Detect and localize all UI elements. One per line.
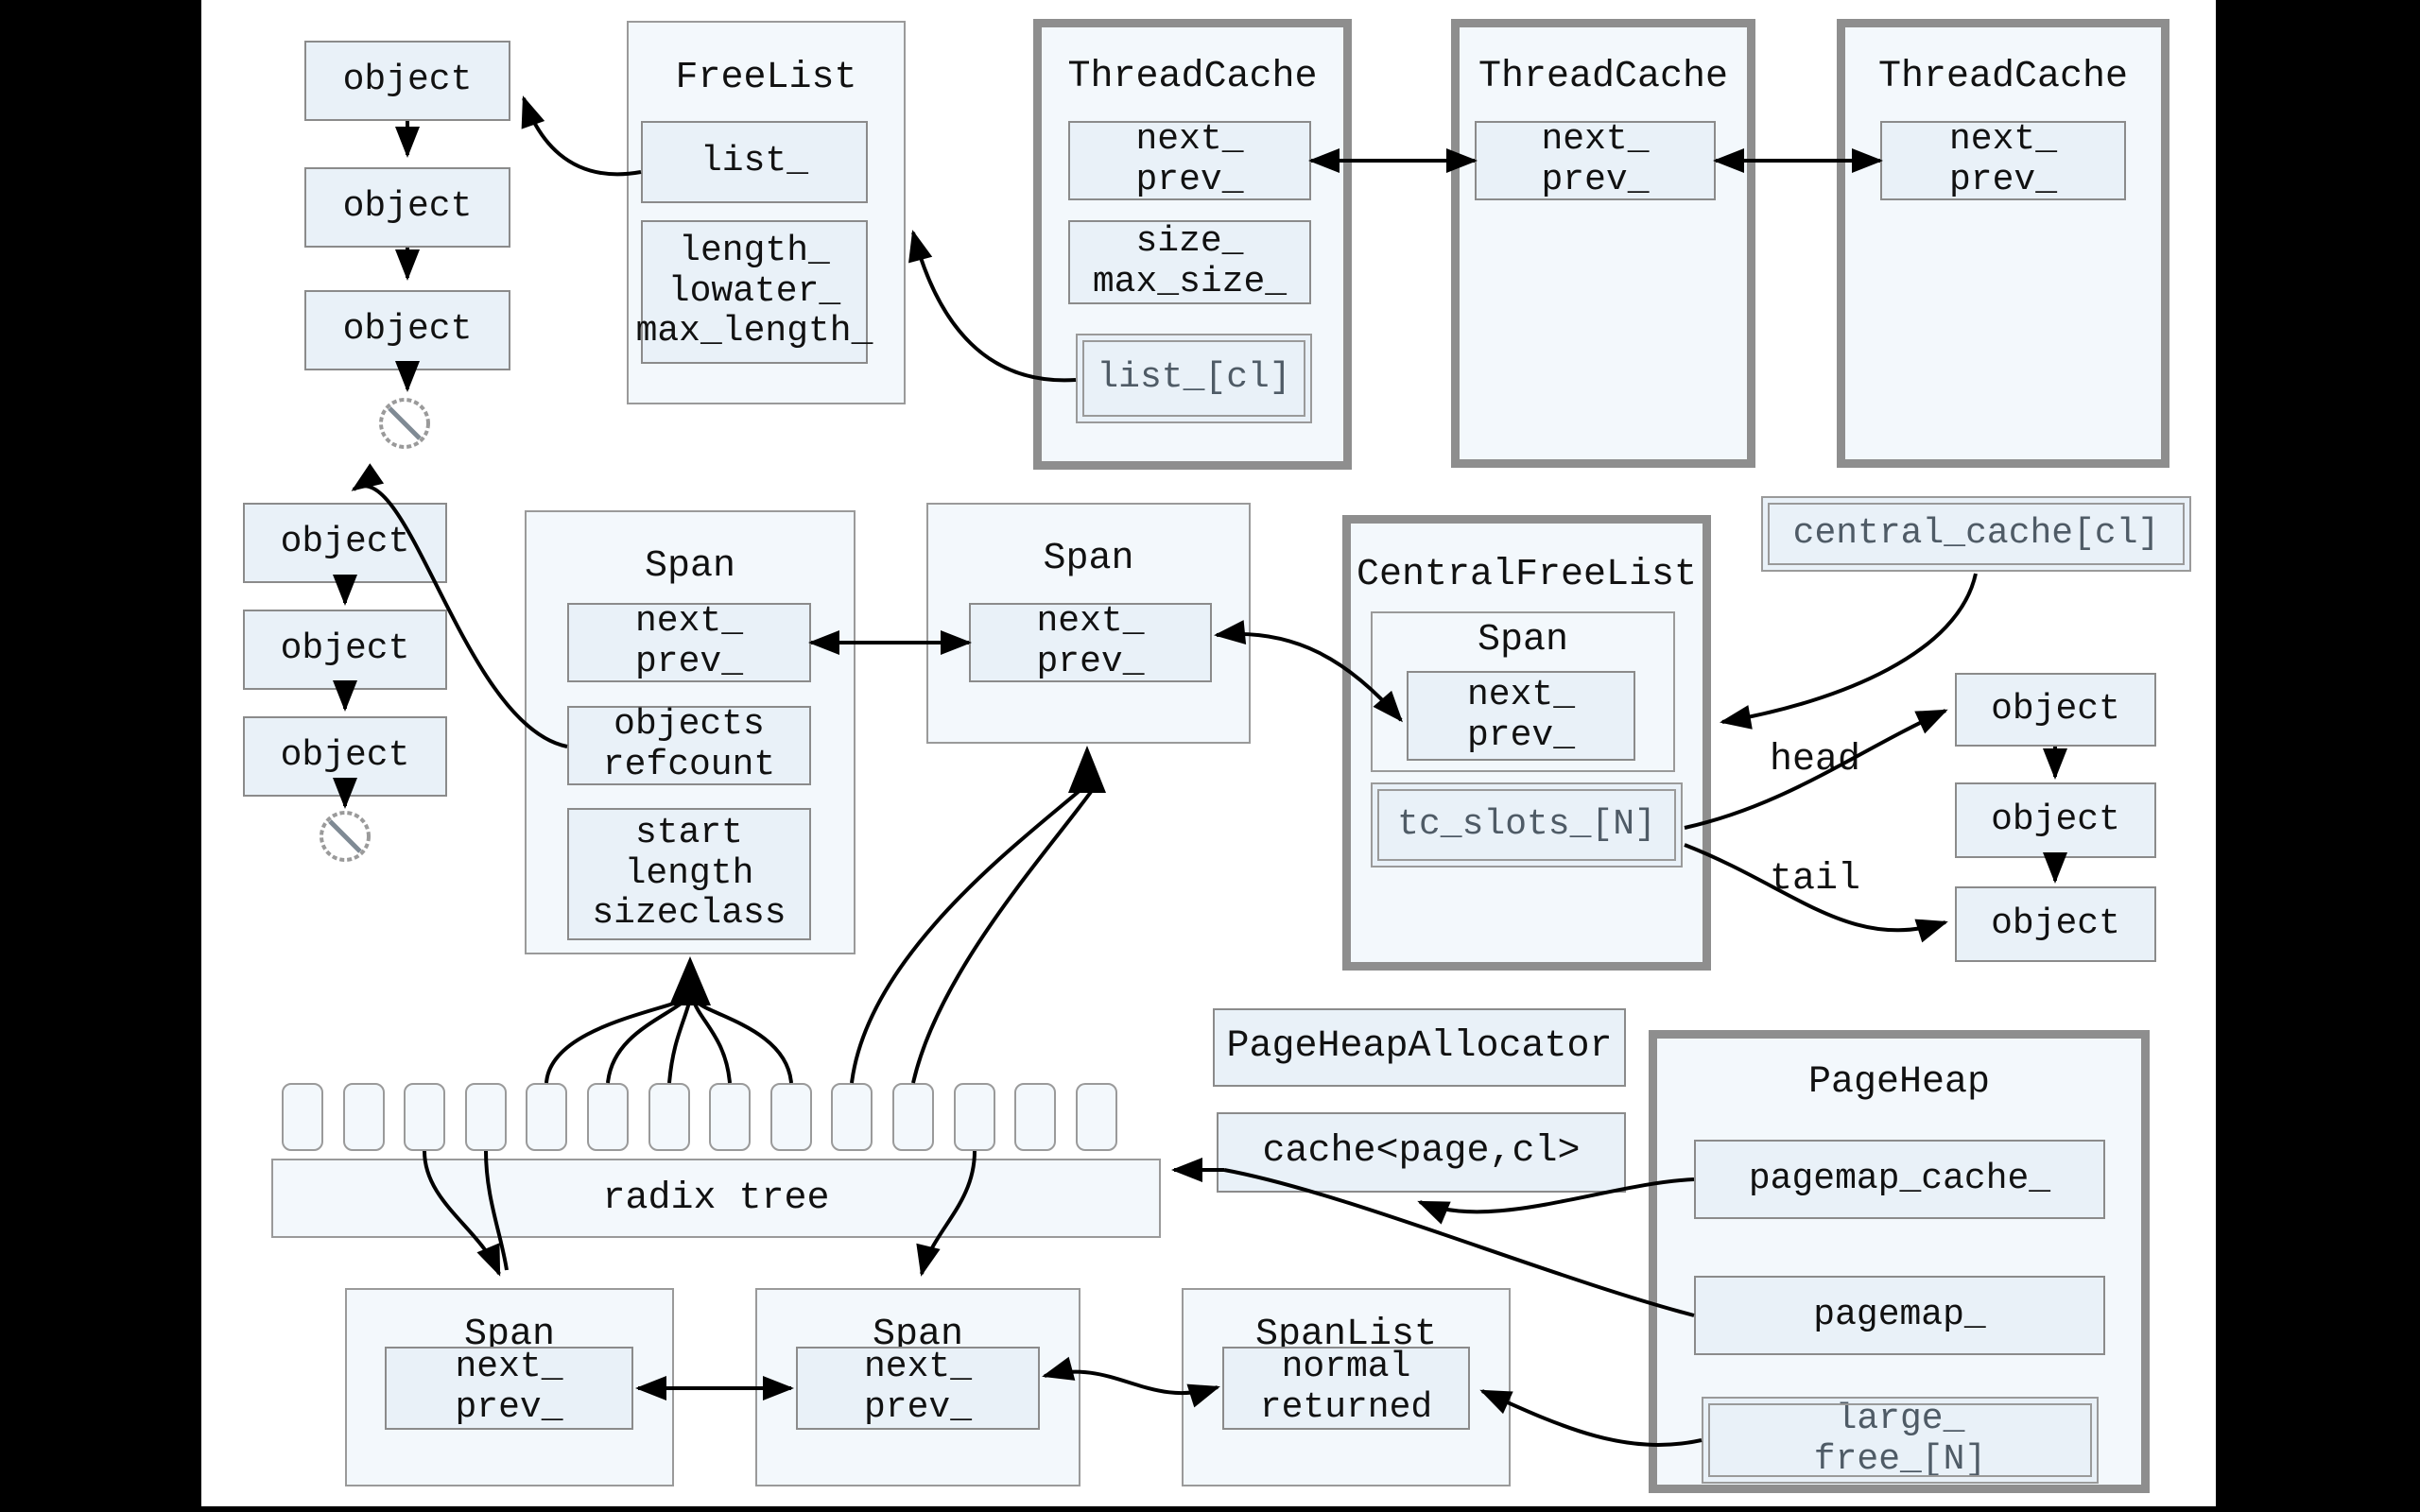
- pageheap-title: PageHeap: [1807, 1061, 1991, 1104]
- span-meta-field: start length sizeclass: [567, 808, 811, 940]
- span-links-field: next_ prev_: [796, 1347, 1040, 1430]
- freelist-title: FreeList: [675, 57, 857, 99]
- threadcache1-size-field: size_ max_size_: [1068, 220, 1311, 304]
- radix-tree-box: radix tree: [271, 1159, 1161, 1238]
- pagemap-leaf-square: [892, 1083, 934, 1151]
- span-title: Span: [644, 545, 735, 588]
- span-links-field: next_ prev_: [385, 1347, 633, 1430]
- pageheap-pagemap-cache-field: pagemap_cache_: [1694, 1140, 2105, 1219]
- pageheap-large-free-field: large_ free_[N]: [1702, 1397, 2099, 1484]
- pagemap-leaf-square: [343, 1083, 385, 1151]
- tail-label: tail: [1770, 858, 1861, 901]
- pagemap-leaf-square: [1076, 1083, 1117, 1151]
- pagemap-leaf-square: [831, 1083, 873, 1151]
- threadcache-title: ThreadCache: [1067, 56, 1318, 98]
- threadcache-box-2: ThreadCache: [1451, 19, 1755, 468]
- threadcache-title: ThreadCache: [1478, 56, 1729, 98]
- central-freelist-title: CentralFreeList: [1356, 554, 1698, 596]
- pageheap-pagemap-field: pagemap_: [1694, 1276, 2105, 1355]
- central-cache-array-label: central_cache[cl]: [1761, 496, 2191, 572]
- span-title: Span: [1043, 538, 1134, 580]
- null-terminator-icon: [320, 811, 371, 862]
- pagemap-leaf-square: [404, 1083, 445, 1151]
- free-object-box: object: [243, 503, 447, 583]
- free-object-box: object: [304, 167, 510, 248]
- pagemap-leaf-square: [587, 1083, 629, 1151]
- span-links-field: next_ prev_: [969, 602, 1212, 682]
- pagemap-leaf-square: [954, 1083, 995, 1151]
- central-tcslots-field: tc_slots_[N]: [1371, 782, 1683, 868]
- free-object-box: object: [1955, 673, 2156, 747]
- free-object-box: object: [304, 41, 510, 121]
- pagemap-leaf-square: [648, 1083, 690, 1151]
- free-object-box: object: [1955, 886, 2156, 962]
- null-terminator-icon: [379, 398, 430, 449]
- pagemap-leaf-square: [770, 1083, 812, 1151]
- threadcache1-listcl-field: list_[cl]: [1076, 334, 1312, 423]
- freelist-list-field: list_: [641, 121, 868, 203]
- pagemap-leaf-square: [465, 1083, 507, 1151]
- spanlist-lists-field: normal returned: [1222, 1347, 1470, 1430]
- free-object-box: object: [1955, 782, 2156, 858]
- pageheap-allocator-box: PageHeapAllocator: [1213, 1008, 1626, 1087]
- page-cache-box: cache<page,cl>: [1217, 1112, 1626, 1193]
- free-object-box: object: [243, 610, 447, 690]
- threadcache-box-3: ThreadCache: [1837, 19, 2169, 468]
- threadcache1-links-field: next_ prev_: [1068, 120, 1311, 200]
- pagemap-leaf-square: [526, 1083, 567, 1151]
- pagemap-leaf-square: [282, 1083, 323, 1151]
- free-object-box: object: [304, 290, 510, 370]
- radix-tree-label: radix tree: [602, 1177, 830, 1220]
- span-objects-field: objects refcount: [567, 705, 811, 785]
- freelist-stats-field: length_ lowater_ max_length_: [636, 220, 873, 364]
- pagemap-leaf-square: [709, 1083, 751, 1151]
- free-object-box: object: [243, 716, 447, 797]
- central-span-links-field: next_ prev_: [1407, 671, 1635, 761]
- threadcache2-links-field: next_ prev_: [1475, 120, 1716, 200]
- threadcache-title: ThreadCache: [1877, 56, 2129, 98]
- pagemap-leaf-square: [1014, 1083, 1056, 1151]
- span-links-field: next_ prev_: [567, 602, 811, 682]
- threadcache3-links-field: next_ prev_: [1880, 120, 2126, 200]
- head-label: head: [1770, 739, 1861, 782]
- span-title: Span: [1477, 619, 1568, 662]
